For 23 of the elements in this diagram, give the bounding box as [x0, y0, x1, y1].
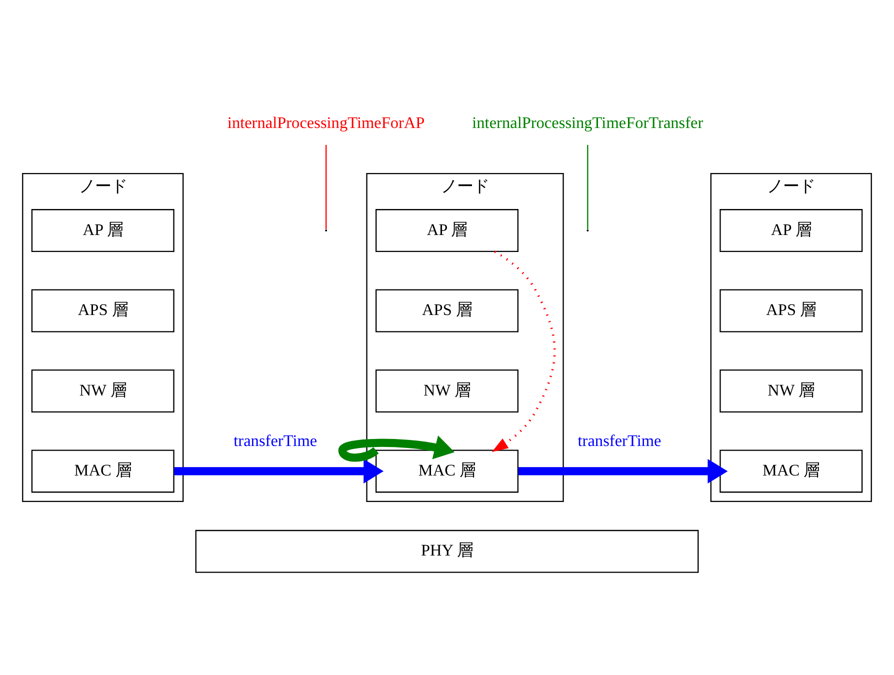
node-box: APS 層 [720, 289, 863, 332]
edge-label: transferTime [234, 432, 318, 450]
connector [587, 144, 588, 230]
node-text: internalProcessingTimeForTransfer [472, 114, 704, 132]
arrow [338, 435, 455, 462]
node-box: MAC 層 [31, 450, 174, 493]
arrow [518, 458, 728, 484]
node-box: MAC 層 [376, 450, 518, 493]
arrow [492, 250, 556, 452]
node-text: internalProcessingTimeForAP [227, 114, 425, 132]
node-box: AP 層 [376, 209, 518, 252]
node-box: NW 層 [720, 369, 863, 412]
node-box: NW 層 [376, 369, 518, 412]
node-box: PHY 層 [195, 530, 699, 573]
node-box: MAC 層 [720, 450, 863, 493]
node-box: NW 層 [31, 369, 174, 412]
edge-label: transferTime [578, 432, 662, 450]
node-box: APS 層 [376, 289, 518, 332]
node-box: APS 層 [31, 289, 174, 332]
node-box: AP 層 [31, 209, 174, 252]
arrow [174, 458, 384, 484]
node-box: AP 層 [720, 209, 863, 252]
connector [326, 144, 327, 230]
